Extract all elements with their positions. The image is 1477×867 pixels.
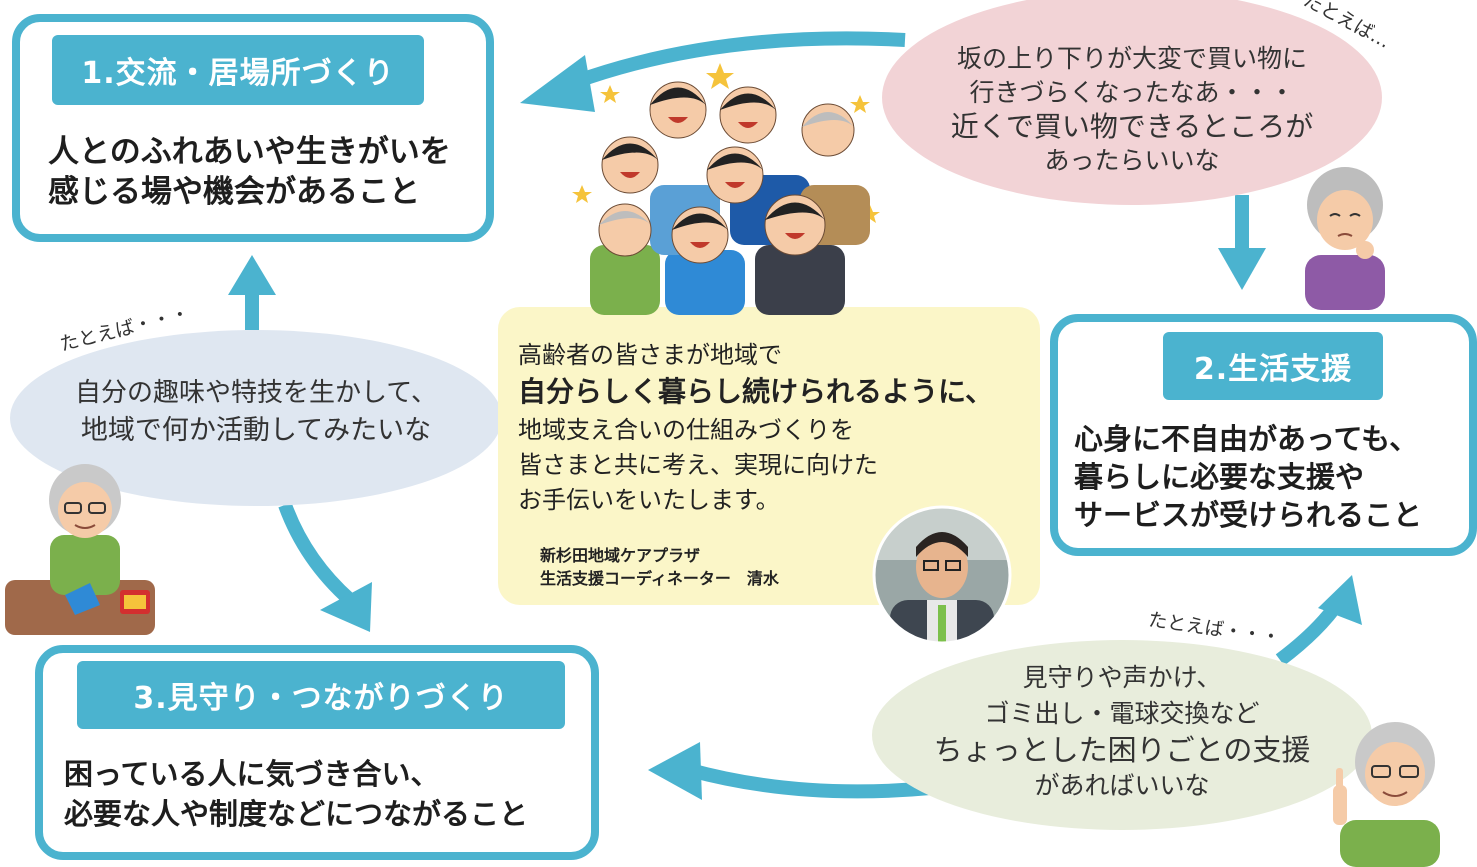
- box3-body: 困っている人に気づき合い、 必要な人や制度などにつながること: [64, 754, 528, 834]
- box2-line-2: 暮らしに必要な支援や: [1074, 460, 1365, 494]
- box3-line-2: 必要な人や制度などにつながること: [64, 797, 529, 831]
- coordinator-photo: [872, 505, 1012, 645]
- center-signature-org: 新杉田地域ケアプラザ: [540, 546, 701, 565]
- center-signature-name: 生活支援コーディネーター 清水: [540, 569, 779, 588]
- bubble-top-line-1: 坂の上り下りが大変で買い物に: [956, 44, 1307, 73]
- center-line-1: 高齢者の皆さまが地域で: [518, 341, 782, 369]
- box1-line-2: 感じる場や機会があること: [48, 174, 420, 210]
- bubble-small-help: 見守りや声かけ、 ゴミ出し・電球交換など ちょっとした困りごとの支援 があればい…: [872, 640, 1372, 830]
- box1-line-1: 人とのふれあいや生きがいを: [48, 134, 451, 170]
- box1-body: 人とのふれあいや生きがいを 感じる場や機会があること: [48, 132, 451, 212]
- center-line-3: 地域支え合いの仕組みづくりを: [518, 416, 854, 444]
- bubble-left-line-1: 自分の趣味や特技を生かして、: [75, 378, 437, 408]
- arrow-top-to-box1: [572, 31, 906, 89]
- arrow-down-to-box3: [278, 502, 355, 606]
- bubble-top-line-2: 行きづらくなったなあ・・・: [969, 78, 1295, 107]
- group-people-illustration: [572, 63, 880, 315]
- center-line-4: 皆さまと共に考え、実現に向けた: [518, 451, 878, 479]
- box2-line-1: 心身に不自由があっても、: [1074, 422, 1419, 456]
- bubble-top-line-3: 近くで買い物できるところが: [950, 110, 1314, 143]
- bubble-bottom-line-3: ちょっとした困りごとの支援: [933, 733, 1311, 767]
- bubble-shopping: 坂の上り下りが大変で買い物に 行きづらくなったなあ・・・ 近くで買い物できるとこ…: [882, 0, 1382, 205]
- bubble-bottom-line-1: 見守りや声かけ、: [1022, 663, 1222, 692]
- center-line-5: お手伝いをいたします。: [518, 486, 780, 514]
- elderly-man-crafting-illustration: [5, 464, 155, 635]
- bubble-bottom-line-2: ゴミ出し・電球交換など: [984, 699, 1260, 728]
- elderly-woman-illustration: [1305, 167, 1385, 310]
- box1-title: 1.交流・居場所づくり: [52, 35, 424, 105]
- box2-body: 心身に不自由があっても、 暮らしに必要な支援や サービスが受けられること: [1074, 420, 1422, 534]
- bubble-top-line-4: あったらいいな: [1044, 146, 1220, 175]
- box3-title: 3.見守り・つながりづくり: [77, 661, 565, 729]
- elderly-man-pointing-illustration: [1333, 722, 1440, 867]
- arrow-bottom-to-box3: [688, 763, 931, 799]
- center-line-2: 自分らしく暮らし続けられるように、: [518, 375, 994, 408]
- bubble-bottom-line-4: があればいいな: [1034, 771, 1210, 800]
- box3-line-1: 困っている人に気づき合い、: [64, 757, 440, 791]
- box2-title: 2.生活支援: [1163, 332, 1383, 400]
- bubble-left-line-2: 地域で何か活動してみたいな: [80, 415, 432, 446]
- box2-line-3: サービスが受けられること: [1074, 498, 1423, 532]
